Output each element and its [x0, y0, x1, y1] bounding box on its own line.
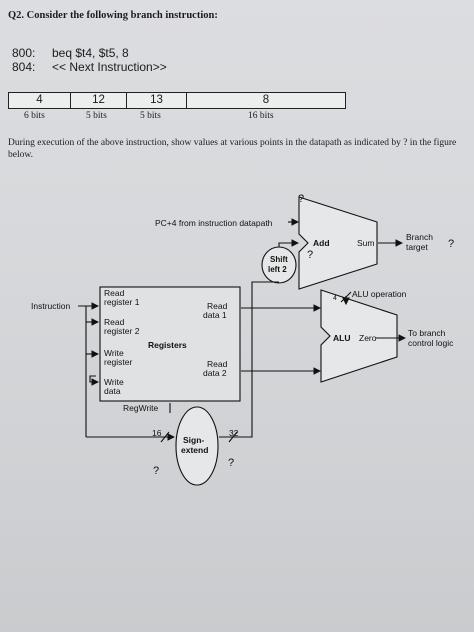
code-address-2: 804: — [12, 60, 36, 74]
field-rt: 13 — [127, 93, 187, 108]
field-immediate-bits: 16 bits — [248, 111, 274, 121]
register-file-box — [99, 286, 241, 402]
question-title: Q2. Consider the following branch instru… — [8, 10, 218, 21]
unknown-value-sign-extend-in: ? — [153, 465, 159, 477]
read-register-1-label-1: Read — [104, 288, 125, 298]
sign-extend-label-2: extend — [181, 445, 208, 455]
alu-label: ALU — [333, 333, 350, 343]
question-prompt: During execution of the above instructio… — [8, 138, 457, 160]
read-data-2-label-2: data 2 — [203, 368, 227, 378]
field-rs: 12 — [71, 93, 127, 108]
unknown-value-pc4: ? — [298, 193, 304, 205]
shift-label-1: Shift — [270, 255, 288, 264]
sign-extend-in-width: 16 — [152, 428, 162, 438]
read-register-2-label-2: register 2 — [104, 326, 140, 336]
read-data-1-label-1: Read — [207, 301, 228, 311]
branch-target-label-1: Branch — [406, 232, 433, 242]
unknown-value-shift-out: ? — [307, 249, 313, 261]
instruction-fields: 4 12 13 8 — [8, 92, 346, 109]
code-instruction-1: beq $t4, $t5, 8 — [52, 46, 129, 60]
field-rt-bits: 5 bits — [140, 111, 161, 121]
sum-label: Sum — [357, 238, 374, 248]
field-opcode-bits: 6 bits — [24, 111, 45, 121]
write-register-label-2: register — [104, 357, 133, 367]
regwrite-label: RegWrite — [123, 403, 159, 413]
write-data-label-2: data — [104, 386, 121, 396]
field-rs-bits: 5 bits — [86, 111, 107, 121]
branch-target-label-2: target — [406, 242, 428, 252]
field-immediate: 8 — [262, 94, 270, 106]
sign-extend-ellipse — [175, 406, 219, 486]
unknown-value-branch-target: ? — [448, 238, 454, 250]
sign-extend-label-1: Sign- — [183, 435, 204, 445]
zero-label: Zero — [359, 333, 377, 343]
adder-shape — [298, 196, 378, 290]
alu-operation-label: ALU operation — [352, 289, 407, 299]
read-register-2-label-1: Read — [104, 317, 125, 327]
read-data-2-label-1: Read — [207, 359, 228, 369]
read-register-1-label-2: register 1 — [104, 297, 140, 307]
alu-operation-width: 4 — [333, 295, 337, 302]
unknown-value-sign-extend-out: ? — [228, 457, 234, 469]
field-opcode: 4 — [9, 93, 71, 108]
pc4-label: PC+4 from instruction datapath — [155, 218, 273, 228]
branch-control-label-2: control logic — [408, 338, 454, 348]
branch-control-label-1: To branch — [408, 328, 446, 338]
registers-label: Registers — [148, 340, 187, 350]
shift-label-2: left 2 — [268, 265, 287, 274]
read-data-1-label-2: data 1 — [203, 310, 227, 320]
adder-label: Add — [313, 238, 330, 248]
instruction-label: Instruction — [31, 301, 70, 311]
write-data-label-1: Write — [104, 377, 124, 387]
code-instruction-2: << Next Instruction>> — [52, 60, 167, 74]
code-address-1: 800: — [12, 46, 36, 60]
sign-extend-out-width: 32 — [229, 428, 239, 438]
alu-shape — [320, 289, 398, 383]
write-register-label-1: Write — [104, 348, 124, 358]
